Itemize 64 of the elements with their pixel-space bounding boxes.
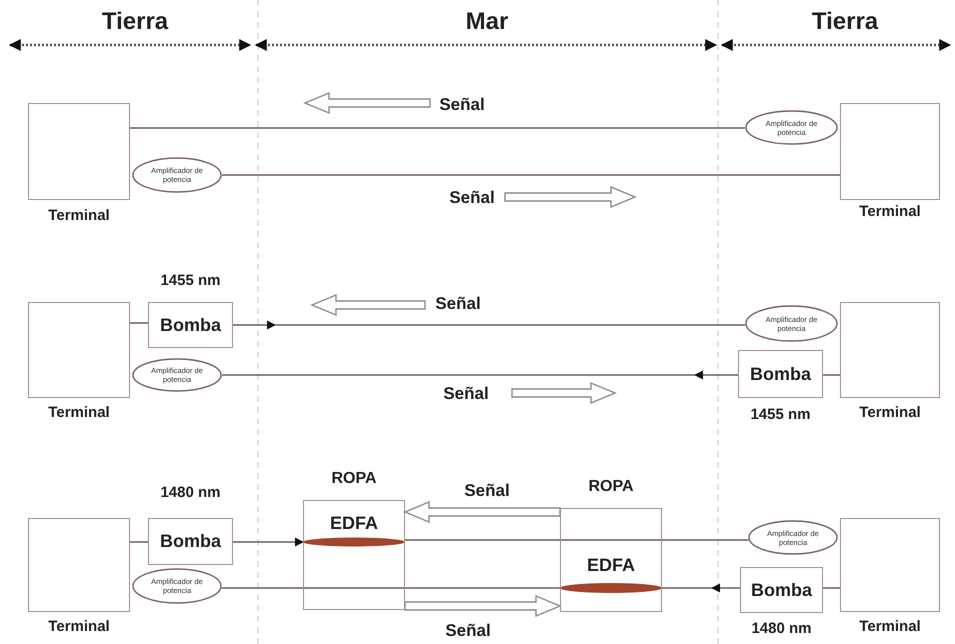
signal-label: Señal (438, 95, 486, 115)
terminal-label: Terminal (858, 404, 922, 421)
terminal-box (28, 302, 130, 398)
arrow (233, 320, 276, 330)
fiber-line (405, 539, 560, 541)
repeater-label: ROPA (587, 478, 635, 496)
region-label: Tierra (810, 8, 880, 36)
amplifier-type-label: EDFA (328, 513, 379, 534)
fiber-line (823, 374, 840, 376)
terminal-box (840, 302, 940, 398)
fiber-line (275, 324, 746, 326)
fiber-line (823, 587, 840, 589)
fiber-line (130, 541, 148, 543)
amplifier-ellipse (745, 110, 838, 145)
signal-label: Señal (444, 621, 492, 641)
pump-box (148, 302, 233, 348)
pump-label: Bomba (750, 364, 811, 384)
pump-label: Bomba (160, 314, 221, 336)
terminal-box (840, 103, 940, 200)
terminal-label: Terminal (858, 203, 922, 220)
pump-box (740, 567, 823, 613)
terminal-box (28, 518, 130, 612)
amplifier-ellipse (132, 157, 222, 193)
fiber-line (130, 127, 746, 129)
wavelength-label: 1455 nm (159, 272, 222, 289)
fiber-line (222, 587, 303, 589)
terminal-label: Terminal (858, 618, 922, 635)
amplifier-type-label: EDFA (586, 555, 636, 576)
pump-label: Bomba (160, 531, 221, 552)
region-label: Mar (464, 8, 510, 36)
signal-label: Señal (442, 384, 490, 404)
terminal-box (840, 518, 940, 612)
wavelength-label: 1455 nm (749, 406, 812, 423)
arrow (233, 538, 304, 546)
block-arrow (404, 594, 562, 618)
block-arrow (403, 500, 561, 524)
pump-box (148, 518, 233, 565)
terminal-box (28, 103, 130, 200)
signal-label: Señal (434, 294, 482, 314)
signal-label: Señal (463, 481, 511, 501)
amplifier-ellipse (132, 568, 222, 604)
repeater-label: ROPA (330, 470, 378, 488)
fiber-line (405, 587, 560, 589)
repeater-box (303, 500, 405, 610)
amplifier-ellipse (745, 305, 838, 342)
region-label: Tierra (100, 8, 170, 36)
fiber-line (130, 322, 148, 324)
fiber-line (222, 374, 695, 376)
terminal-label: Terminal (47, 404, 111, 421)
repeater-box (560, 508, 662, 612)
arrow (694, 370, 738, 380)
fiber-line (222, 174, 840, 176)
arrow (711, 584, 740, 592)
wavelength-label: 1480 nm (750, 620, 813, 637)
amplifier-ellipse (748, 520, 838, 555)
signal-label: Señal (448, 188, 496, 208)
fiber-line (662, 587, 712, 589)
pump-label: Bomba (750, 580, 812, 600)
pump-box (738, 350, 823, 398)
wavelength-label: 1480 nm (159, 484, 222, 501)
terminal-label: Terminal (47, 207, 111, 224)
terminal-label: Terminal (47, 618, 111, 635)
amplifier-ellipse (132, 358, 222, 392)
fiber-line (662, 539, 748, 541)
